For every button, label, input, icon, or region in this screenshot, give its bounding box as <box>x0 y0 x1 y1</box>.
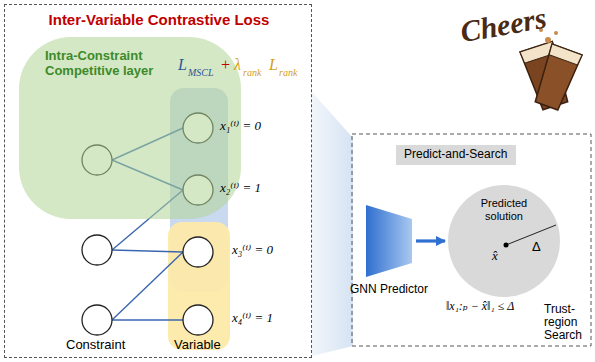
column-label: Constraint <box>66 338 125 352</box>
radius-symbol: Δ <box>532 240 541 255</box>
graph-node <box>82 305 112 335</box>
flow-arrow <box>416 239 445 242</box>
weight-subscript: rank <box>243 67 261 78</box>
gnn-predictor: GNN Predictor <box>366 205 412 277</box>
cheers-glasses <box>520 28 582 111</box>
graph-edge <box>112 250 183 252</box>
graph-edge <box>112 319 183 320</box>
header-text: Predict-and-Search <box>404 148 507 162</box>
loss-panel: Intra-Constraint Competitive layer Inter-… <box>4 4 312 358</box>
loss-subscript: MSCL <box>188 67 214 78</box>
graph-node <box>183 305 213 335</box>
region-fill <box>19 37 241 219</box>
solution-dot <box>504 243 509 248</box>
flow-band <box>312 92 353 356</box>
variable-value: x₄⁽ⁱ⁾ = 1 <box>232 311 273 325</box>
region-title: Intra-Constraint Competitive layer <box>45 49 175 79</box>
variable-value: x₃⁽ⁱ⁾ = 0 <box>232 243 273 257</box>
group-band <box>168 222 230 350</box>
trust-region-disk <box>448 185 560 297</box>
solution-symbol: x̂ <box>492 249 498 264</box>
loss-symbol: L <box>178 56 187 74</box>
search-panel <box>352 134 591 346</box>
predictor-label: GNN Predictor <box>348 283 430 297</box>
trust-region-formula: ‖x₁:ₚ − x̂‖₁ ≤ Δ <box>446 300 514 313</box>
loss-subscript: rank <box>279 67 297 78</box>
competitive-layer-region: Intra-Constraint Competitive layer <box>19 37 241 219</box>
trapezoid <box>366 205 412 277</box>
weight-symbol: λ <box>234 56 241 74</box>
trust-region-label: Trust-region Search <box>544 303 592 343</box>
graph-node <box>82 235 112 265</box>
panel-header: Predict-and-Search <box>396 145 516 165</box>
variable-value: x₁⁽ⁱ⁾ = 0 <box>220 119 261 133</box>
loss-symbol: L <box>269 56 278 74</box>
variable-value: x₂⁽ⁱ⁾ = 1 <box>220 181 261 195</box>
radius-line <box>506 225 556 245</box>
graph-edge <box>112 252 183 320</box>
column-label: Variable <box>174 338 221 352</box>
logo-text: Cheers <box>458 1 549 49</box>
predictor-shape <box>366 205 412 277</box>
trust-region: Predicted solution x̂ Δ <box>448 185 560 297</box>
panel-title: Inter-Variable Contrastive Loss <box>5 11 313 28</box>
graph-node <box>183 237 213 267</box>
plus-sign: + <box>221 56 230 74</box>
solution-label: Predicted solution <box>468 197 540 222</box>
